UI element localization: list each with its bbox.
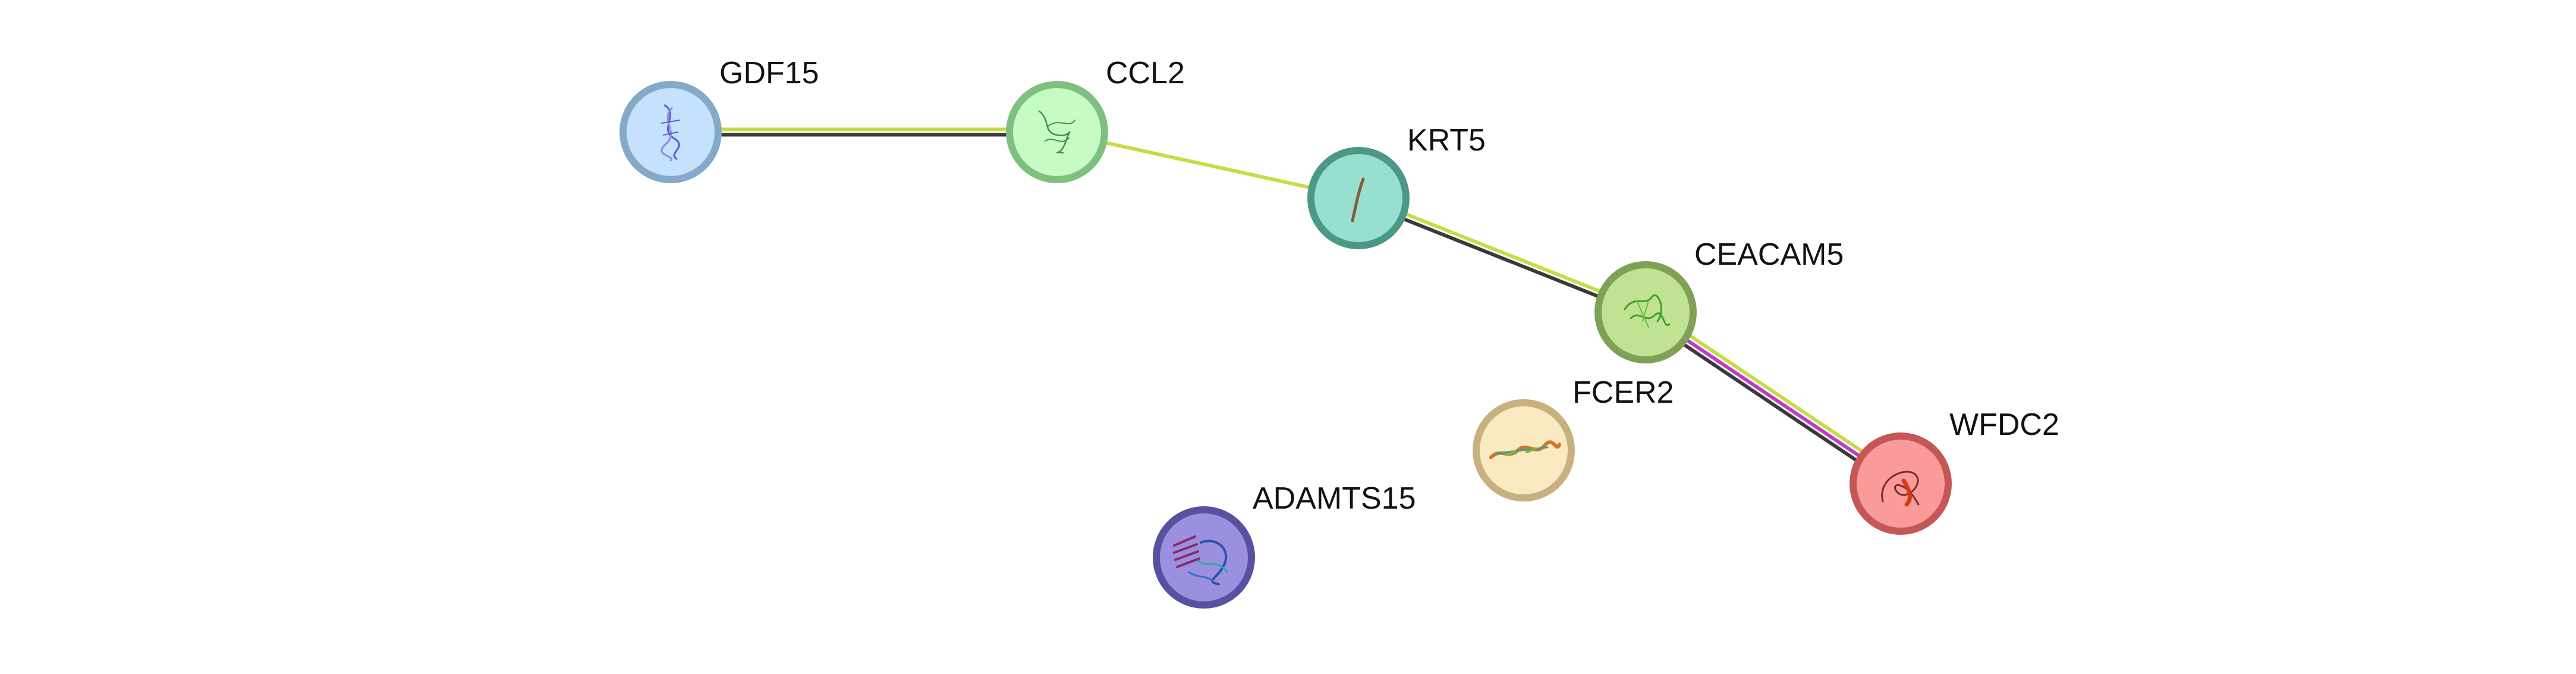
node-adamts15[interactable]: ADAMTS15 bbox=[1153, 481, 1416, 609]
node-label-wfdc2: WFDC2 bbox=[1949, 407, 2059, 442]
node-label-fcer2: FCER2 bbox=[1572, 375, 1674, 410]
edge-line-text-mining bbox=[1358, 194, 1647, 312]
beta-strand-protein-icon bbox=[660, 104, 680, 162]
edge-krt5-ceacam5[interactable] bbox=[1357, 194, 1647, 316]
node-label-gdf15: GDF15 bbox=[719, 56, 819, 90]
node-label-adamts15: ADAMTS15 bbox=[1253, 481, 1416, 516]
node-circle[interactable] bbox=[1006, 81, 1108, 183]
node-label-ceacam5: CEACAM5 bbox=[1694, 237, 1844, 272]
coiled-coil-icon bbox=[1489, 440, 1561, 459]
edge-line-text-mining bbox=[1647, 306, 1905, 481]
node-gdf15[interactable]: GDF15 bbox=[619, 56, 819, 183]
node-circle[interactable] bbox=[1153, 506, 1255, 609]
edge-ccl2-krt5[interactable] bbox=[1056, 130, 1359, 200]
immunoglobulin-fold-icon bbox=[1624, 294, 1671, 328]
helix-fiber-icon bbox=[1351, 177, 1365, 222]
edges-layer bbox=[671, 127, 1905, 490]
node-fcer2[interactable]: FCER2 bbox=[1473, 375, 1674, 501]
edge-line-text-mining bbox=[1056, 130, 1359, 200]
node-label-ccl2: CCL2 bbox=[1106, 56, 1185, 90]
node-label-krt5: KRT5 bbox=[1407, 123, 1486, 158]
edge-gdf15-ccl2[interactable] bbox=[671, 127, 1057, 137]
loop-fold-icon bbox=[1881, 471, 1920, 507]
node-wfdc2[interactable]: WFDC2 bbox=[1850, 407, 2059, 535]
coil-protein-icon bbox=[1038, 110, 1075, 154]
edge-line-co-expression bbox=[1357, 199, 1646, 316]
node-ceacam5[interactable]: CEACAM5 bbox=[1594, 237, 1844, 363]
node-ccl2[interactable]: CCL2 bbox=[1006, 56, 1185, 183]
node-krt5[interactable]: KRT5 bbox=[1307, 123, 1486, 249]
node-circle[interactable] bbox=[1850, 432, 1952, 535]
edge-line-experiments bbox=[1644, 311, 1902, 485]
metalloprotease-domain-icon bbox=[1173, 535, 1229, 585]
edge-ceacam5-wfdc2[interactable] bbox=[1641, 306, 1905, 490]
edge-line-co-expression bbox=[1641, 315, 1899, 490]
